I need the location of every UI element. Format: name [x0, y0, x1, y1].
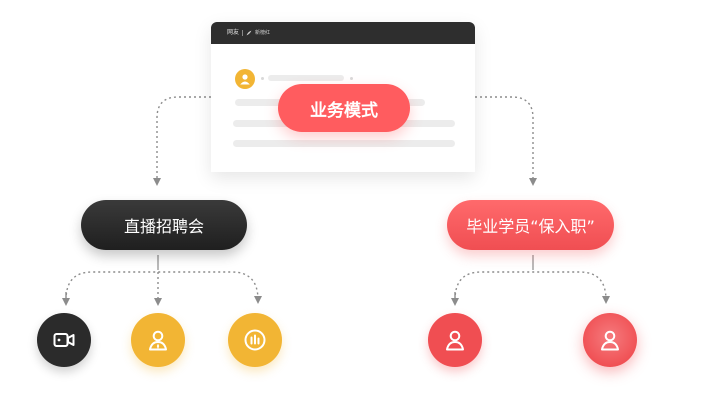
feather-icon: [246, 30, 252, 36]
graduate-node: [428, 313, 482, 367]
browser-titlebar: 网友 新榜红: [211, 22, 475, 44]
user-icon: [446, 330, 464, 351]
graduate-placement-node: 毕业学员“保入职”: [447, 200, 614, 250]
text-line-name: [268, 75, 344, 81]
connector-root-right: [475, 96, 537, 186]
user-avatar-icon: [235, 69, 255, 89]
connector-left-bar: [65, 271, 262, 304]
logo-divider: [242, 30, 244, 36]
brand-text: 新榜红: [255, 29, 271, 36]
browser-mockup: 网友 新榜红: [211, 22, 475, 172]
browser-logo: 网友 新榜红: [227, 30, 270, 36]
text-line: [233, 140, 455, 147]
bar-chart-icon: [244, 329, 266, 351]
logo-mark: 网友: [227, 29, 240, 36]
live-recruitment-node: 直播招聘会: [81, 200, 247, 250]
employee-node: [583, 313, 637, 367]
person-node: [131, 313, 185, 367]
connector-right-bar: [454, 271, 610, 304]
separator-dot: [350, 77, 353, 80]
user-icon: [149, 330, 167, 351]
stats-node: [228, 313, 282, 367]
connector-root-left: [153, 96, 211, 186]
user-icon: [601, 330, 619, 351]
video-camera-node: [37, 313, 91, 367]
separator-dot: [261, 77, 264, 80]
business-mode-node: 业务模式: [278, 84, 410, 132]
video-camera-icon: [53, 333, 75, 347]
